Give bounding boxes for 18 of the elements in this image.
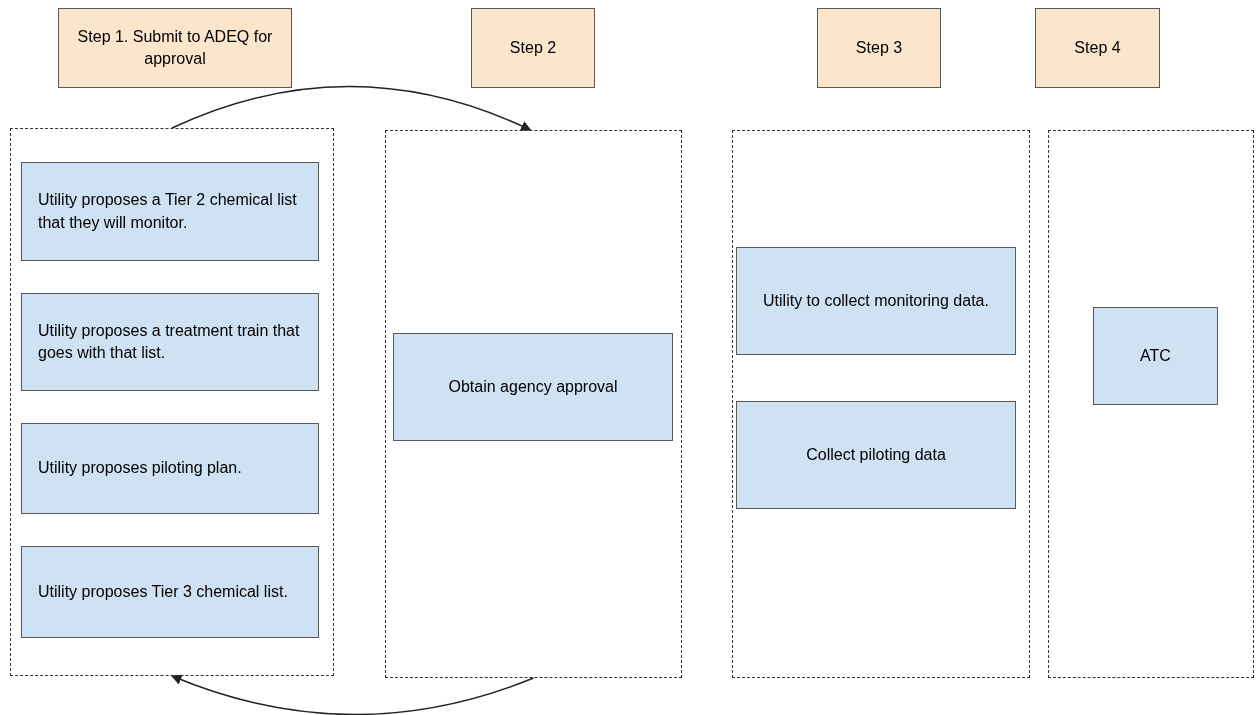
process-box: Collect piloting data [736, 401, 1016, 509]
dashed-column [385, 130, 682, 678]
curved-arrow [171, 674, 535, 715]
process-box: ATC [1093, 307, 1218, 405]
step-header-box: Step 1. Submit to ADEQ for approval [58, 8, 292, 88]
process-box: Utility to collect monitoring data. [736, 247, 1016, 355]
dashed-column [10, 128, 334, 676]
step-header-box: Step 3 [817, 8, 941, 88]
process-box: Utility proposes a Tier 2 chemical list that they will monitor. [21, 162, 319, 261]
process-box: Utility proposes Tier 3 chemical list. [21, 546, 319, 638]
process-box: Utility proposes piloting plan. [21, 423, 319, 514]
step-header-box: Step 4 [1035, 8, 1160, 88]
process-box: Obtain agency approval [393, 333, 673, 441]
step-header-box: Step 2 [471, 8, 595, 88]
dashed-column [732, 130, 1030, 678]
process-box: Utility proposes a treatment train that goes with that list. [21, 293, 319, 391]
curved-arrow [171, 85, 532, 131]
dashed-column [1048, 130, 1254, 678]
